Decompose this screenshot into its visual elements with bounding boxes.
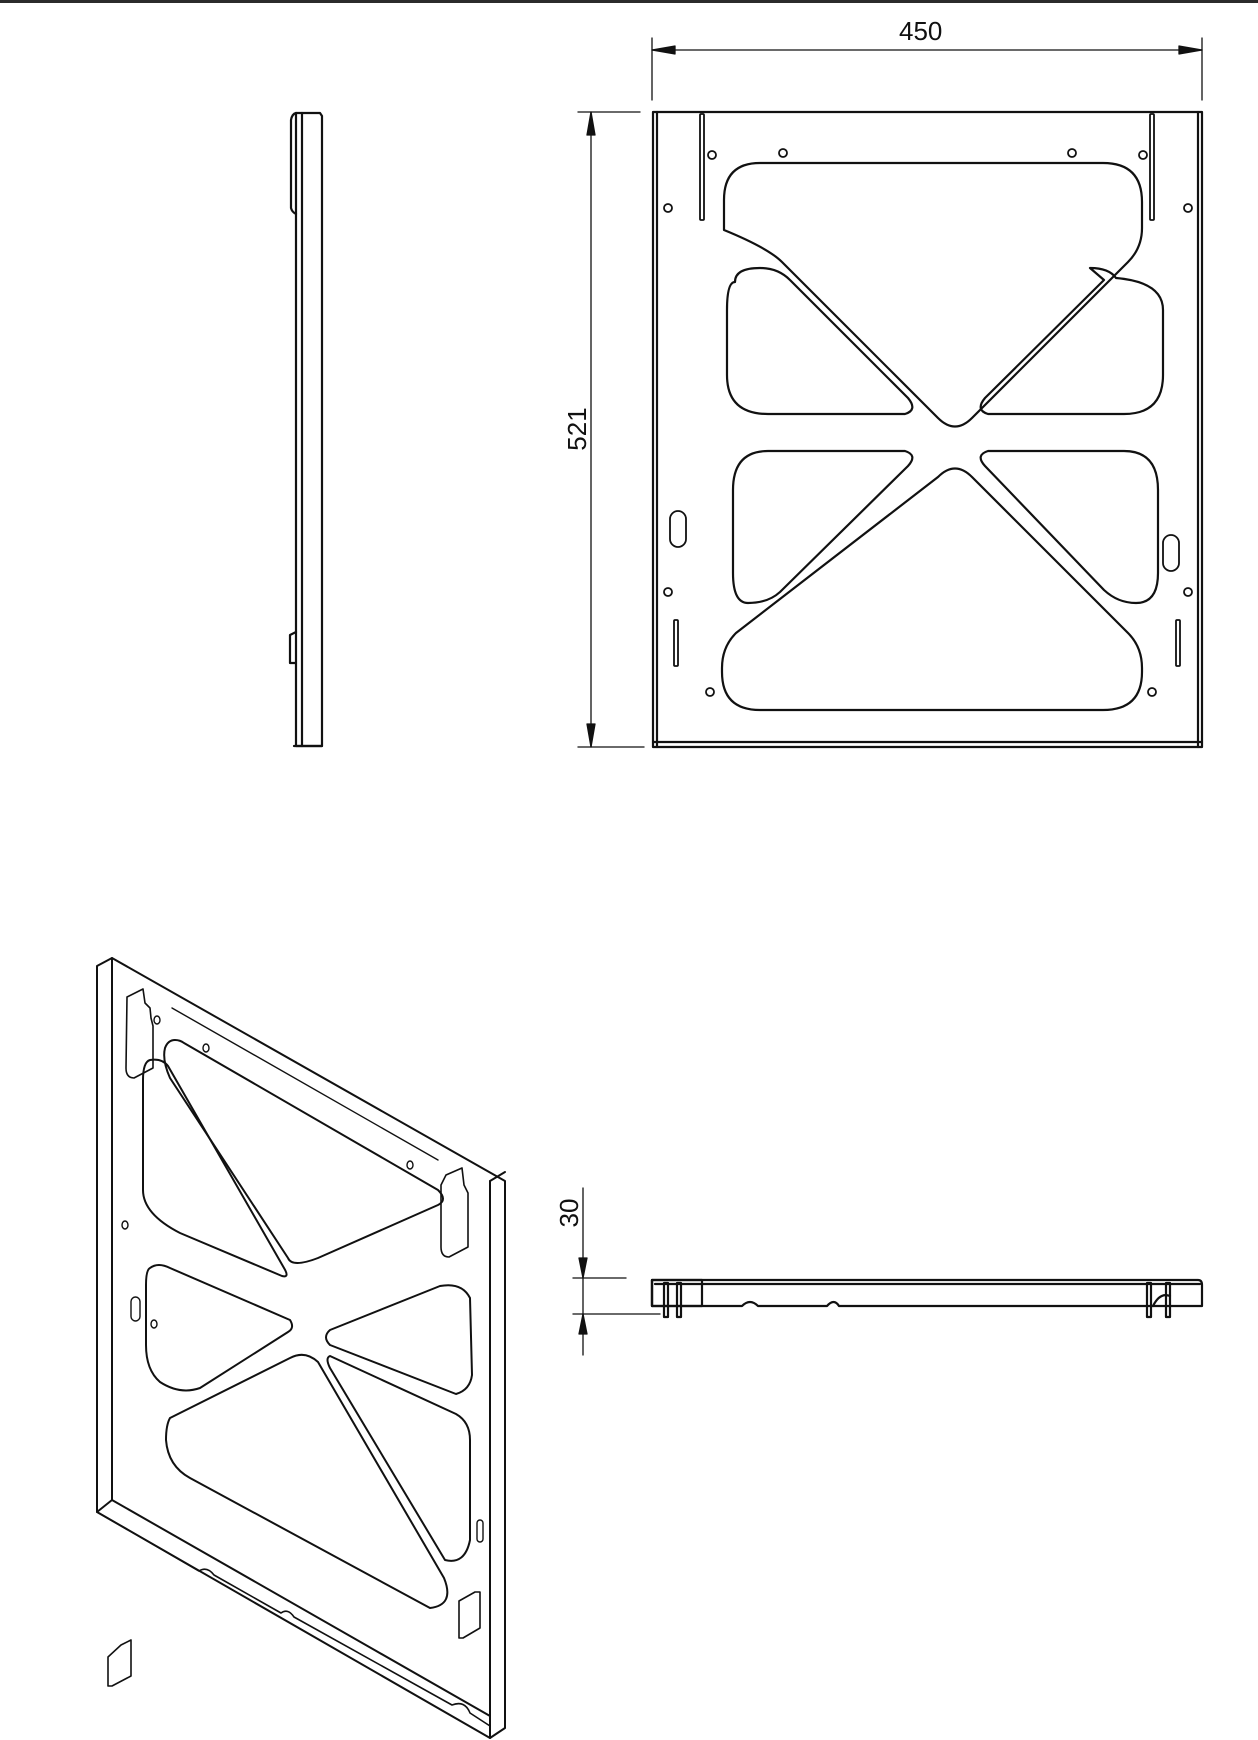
isometric-view [96,957,506,1739]
side-view [288,111,324,748]
width-dimension [651,37,1203,101]
cutouts [720,161,1165,712]
front-view [577,37,1204,749]
mounting-holes [663,148,1193,697]
height-dimension [577,111,645,748]
width-dimension-label: 450 [899,16,943,46]
height-dimension-label: 521 [562,407,592,451]
top-border-bar [0,0,1258,3]
bottom-view [572,1187,1204,1356]
depth-dimension-label: 30 [554,1198,584,1228]
depth-dimension [572,1187,661,1356]
